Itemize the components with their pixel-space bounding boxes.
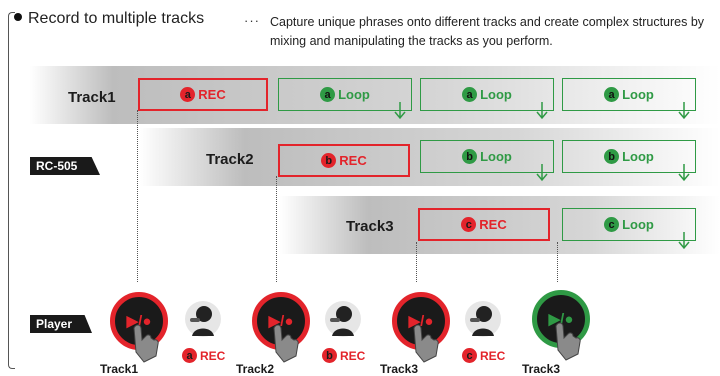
section-heading: Record to multiple tracks [14, 10, 204, 28]
singer-rec-text: REC [480, 348, 506, 363]
badge-c-icon: c [604, 217, 620, 232]
singer-icon [325, 301, 361, 337]
rec-text: REC [198, 87, 226, 102]
badge-b-icon: b [462, 149, 478, 164]
track3-label: Track3 [346, 218, 394, 235]
loop-arrow-icon [536, 164, 548, 182]
loop-arrow-icon [678, 102, 690, 120]
rec-text: REC [339, 153, 367, 168]
bullet-icon [14, 13, 22, 21]
rec-play-icon: ▶/● [548, 311, 574, 328]
frame-bracket-right [710, 12, 716, 365]
singer-rec-text: REC [340, 348, 366, 363]
rec-play-icon: ▶/● [126, 313, 152, 330]
rc505-tag: RC-505 [30, 157, 100, 175]
rec-text: REC [479, 217, 507, 232]
loop-arrow-icon [678, 164, 690, 182]
heading-text: Record to multiple tracks [28, 10, 205, 27]
loop-text: Loop [480, 87, 512, 102]
player-label-track2: Track2 [236, 362, 275, 376]
loop-arrow-icon [678, 232, 690, 250]
badge-a-icon: a [180, 87, 196, 102]
player-label-track1: Track1 [100, 362, 139, 376]
loop-text: Loop [338, 87, 370, 102]
track1-label: Track1 [68, 89, 116, 106]
player-tag: Player [30, 315, 92, 333]
connector-track3-loop [557, 242, 558, 282]
badge-b-icon: b [321, 153, 337, 168]
player-label-track3: Track3 [380, 362, 419, 376]
badge-c-icon: c [461, 217, 477, 232]
singer-rec-text: REC [200, 348, 226, 363]
badge-b-icon: b [322, 348, 337, 363]
loop-text: Loop [622, 87, 654, 102]
pressing-hand-icon [133, 324, 159, 363]
pressing-hand-icon [555, 322, 581, 361]
loop-text: Loop [480, 149, 512, 164]
pressing-hand-icon [273, 324, 299, 363]
track2-label: Track2 [206, 151, 254, 168]
badge-b-icon: b [604, 149, 620, 164]
description-text: Capture unique phrases onto different tr… [270, 15, 705, 48]
badge-c-icon: c [462, 348, 477, 363]
loop-text: Loop [622, 217, 654, 232]
frame-bracket-left [8, 12, 15, 369]
loop-text: Loop [622, 149, 654, 164]
connector-track2 [276, 176, 277, 282]
player-label-track3-play: Track3 [522, 362, 561, 376]
badge-a-icon: a [604, 87, 620, 102]
rec-play-icon: ▶/● [268, 313, 294, 330]
loop-arrow-icon [536, 102, 548, 120]
singer-icon [465, 301, 501, 337]
connector-track3 [416, 242, 417, 282]
badge-a-icon: a [182, 348, 197, 363]
badge-a-icon: a [462, 87, 478, 102]
description-leader: ··· [244, 13, 260, 28]
badge-a-icon: a [320, 87, 336, 102]
rec-play-icon: ▶/● [408, 313, 434, 330]
connector-track1 [137, 110, 138, 282]
pressing-hand-icon [413, 324, 439, 363]
loop-arrow-icon [394, 102, 406, 120]
rec-play-button-track1[interactable]: ▶/● [110, 292, 168, 350]
singer-icon [185, 301, 221, 337]
